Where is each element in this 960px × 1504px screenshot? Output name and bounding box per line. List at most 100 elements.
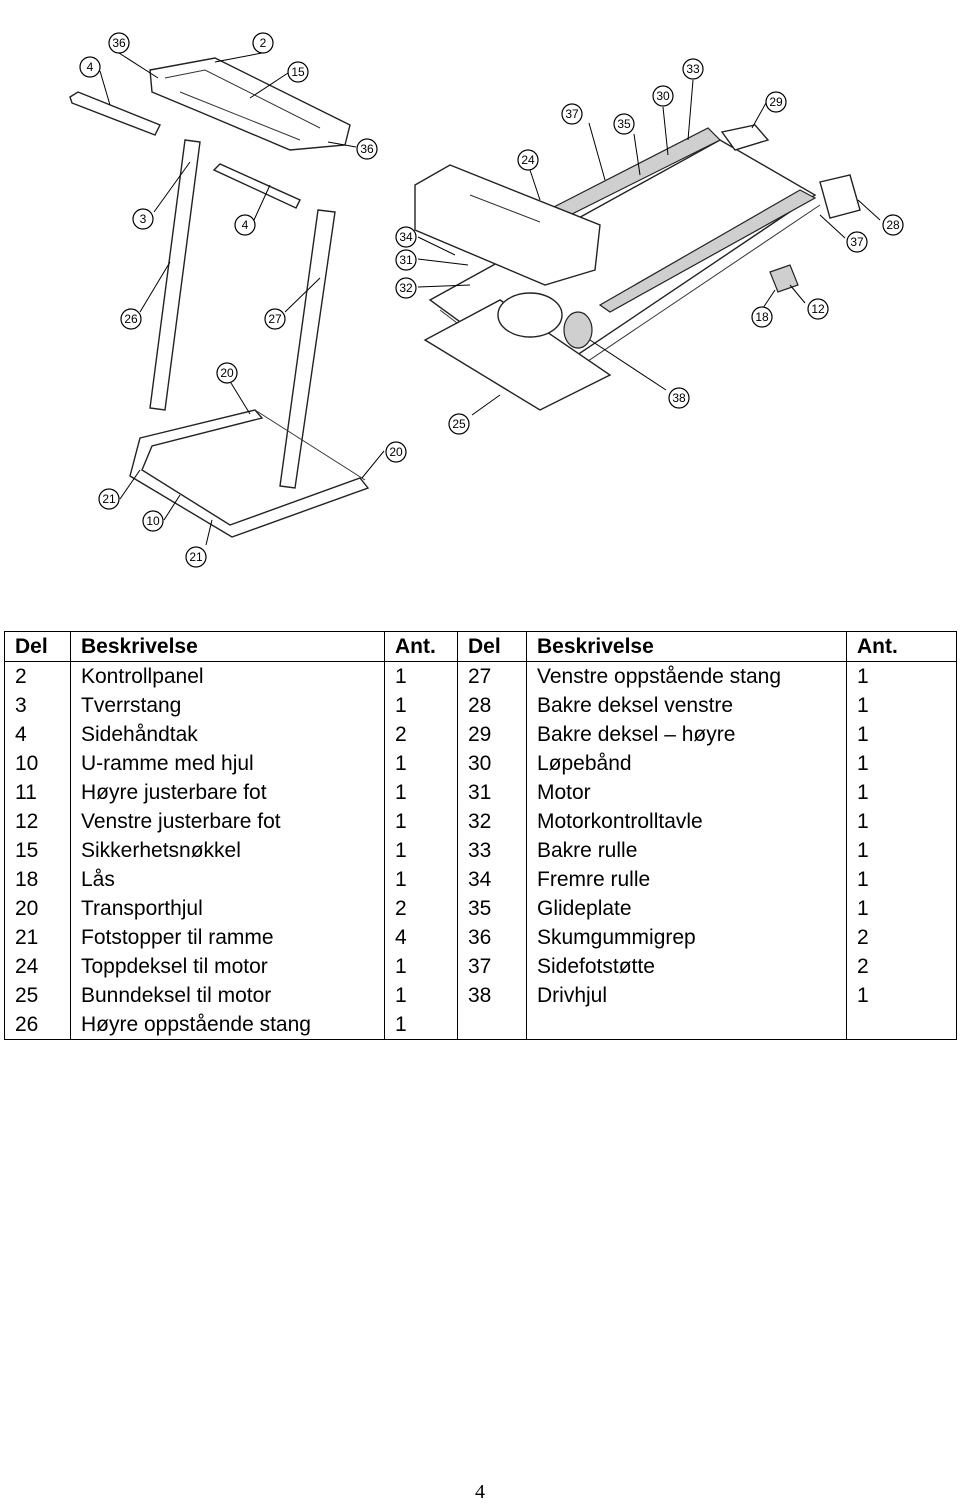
table-cell: 4 xyxy=(384,923,458,952)
callout-21: 21 xyxy=(185,546,207,568)
table-cell: 4 xyxy=(4,720,71,749)
svg-text:10: 10 xyxy=(146,514,160,528)
svg-text:35: 35 xyxy=(617,117,631,131)
svg-text:29: 29 xyxy=(769,95,783,109)
svg-text:37: 37 xyxy=(565,107,579,121)
table-cell: Motorkontrolltavle xyxy=(526,807,847,836)
callout-10: 10 xyxy=(142,510,164,532)
table-cell: 1 xyxy=(846,720,957,749)
table-cell: Fremre rulle xyxy=(526,865,847,894)
table-cell: 36 xyxy=(457,923,527,952)
table-cell: Lås xyxy=(70,865,385,894)
svg-text:26: 26 xyxy=(124,312,138,326)
table-header-row: Del Beskrivelse Ant. Del Beskrivelse Ant… xyxy=(4,631,957,662)
table-cell: 1 xyxy=(384,981,458,1010)
callout-28: 28 xyxy=(882,214,904,236)
callout-31: 31 xyxy=(395,249,417,271)
svg-text:24: 24 xyxy=(521,153,535,167)
table-cell: Bakre rulle xyxy=(526,836,847,865)
table-cell: Bakre deksel venstre xyxy=(526,691,847,720)
table-cell: 1 xyxy=(384,661,458,691)
leader-lines xyxy=(99,52,881,546)
table-cell: Løpebånd xyxy=(526,749,847,778)
svg-text:3: 3 xyxy=(140,212,147,226)
table-cell: 1 xyxy=(846,807,957,836)
svg-text:20: 20 xyxy=(389,445,403,459)
table-cell: 38 xyxy=(457,981,527,1010)
table-cell: 20 xyxy=(4,894,71,923)
table-cell: 12 xyxy=(4,807,71,836)
svg-text:27: 27 xyxy=(268,312,282,326)
svg-text:20: 20 xyxy=(220,366,234,380)
callout-12: 12 xyxy=(807,298,829,320)
callout-26: 26 xyxy=(120,308,142,330)
table-cell: Høyre justerbare fot xyxy=(70,778,385,807)
table-cell: U-ramme med hjul xyxy=(70,749,385,778)
table-cell: Fotstopper til ramme xyxy=(70,923,385,952)
col-header-beskrivelse: Beskrivelse xyxy=(526,631,847,662)
table-cell: Motor xyxy=(526,778,847,807)
col-header-beskrivelse: Beskrivelse xyxy=(70,631,385,662)
callouts: 36 2 4 15 36 3 4 26 27 20 20 21 10 21 33… xyxy=(79,32,904,568)
callout-29: 29 xyxy=(765,91,787,113)
callout-3: 3 xyxy=(132,208,154,230)
table-cell: Venstre oppstående stang xyxy=(526,661,847,691)
table-cell: 25 xyxy=(4,981,71,1010)
svg-text:15: 15 xyxy=(291,65,305,79)
table-cell: 15 xyxy=(4,836,71,865)
table-cell xyxy=(457,1010,527,1040)
svg-text:30: 30 xyxy=(656,89,670,103)
svg-text:33: 33 xyxy=(686,62,700,76)
table-cell: 21 xyxy=(4,923,71,952)
table-cell: 18 xyxy=(4,865,71,894)
callout-36: 36 xyxy=(356,138,378,160)
svg-text:21: 21 xyxy=(189,550,203,564)
table-cell: 31 xyxy=(457,778,527,807)
table-cell: 1 xyxy=(384,1010,458,1040)
table-cell: 29 xyxy=(457,720,527,749)
callout-20: 20 xyxy=(385,441,407,463)
table-cell: Sidehåndtak xyxy=(70,720,385,749)
callout-30: 30 xyxy=(652,85,674,107)
table-cell: 1 xyxy=(846,661,957,691)
table-cell: Glideplate xyxy=(526,894,847,923)
table-cell: Bakre deksel – høyre xyxy=(526,720,847,749)
callout-21: 21 xyxy=(98,488,120,510)
table-cell: Venstre justerbare fot xyxy=(70,807,385,836)
col-header-ant: Ant. xyxy=(846,631,957,662)
table-cell: 1 xyxy=(384,952,458,981)
table-cell: Kontrollpanel xyxy=(70,661,385,691)
callout-25: 25 xyxy=(448,413,470,435)
table-cell: 33 xyxy=(457,836,527,865)
col-header-del: Del xyxy=(457,631,527,662)
svg-text:38: 38 xyxy=(672,391,686,405)
table-cell: 1 xyxy=(384,807,458,836)
table-cell: 2 xyxy=(384,894,458,923)
table-cell: 1 xyxy=(846,749,957,778)
svg-text:32: 32 xyxy=(399,281,413,295)
table-cell: 2 xyxy=(846,923,957,952)
table-cell: Transporthjul xyxy=(70,894,385,923)
table-cell: 2 xyxy=(4,661,71,691)
table-cell: Sikkerhetsnøkkel xyxy=(70,836,385,865)
svg-text:18: 18 xyxy=(755,310,769,324)
table-cell: 24 xyxy=(4,952,71,981)
table-cell: 1 xyxy=(384,778,458,807)
table-cell: Skumgummigrep xyxy=(526,923,847,952)
svg-text:36: 36 xyxy=(112,36,126,50)
callout-18: 18 xyxy=(751,306,773,328)
table-cell: Høyre oppstående stang xyxy=(70,1010,385,1040)
page-number: 4 xyxy=(475,1481,485,1503)
callout-4: 4 xyxy=(79,56,101,78)
table-cell: Bunndeksel til motor xyxy=(70,981,385,1010)
callout-33: 33 xyxy=(682,58,704,80)
